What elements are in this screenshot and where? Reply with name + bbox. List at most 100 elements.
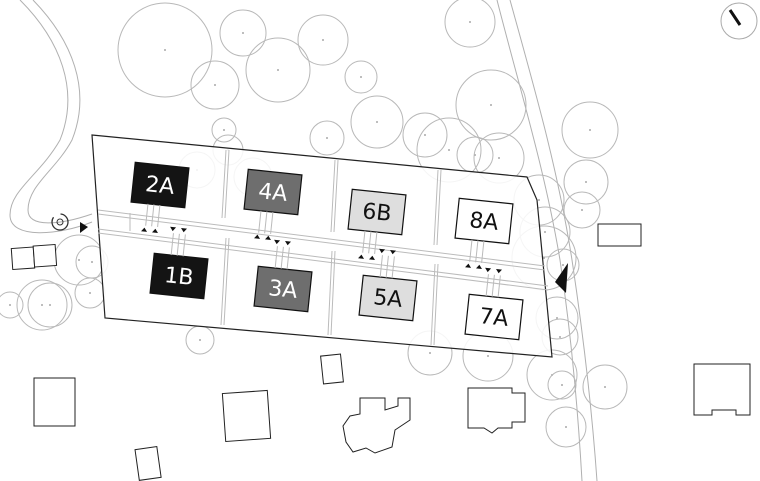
tree-icon xyxy=(561,101,619,159)
tree-icon xyxy=(526,349,578,401)
tree-trunk xyxy=(376,121,378,123)
driveway-loop-edge xyxy=(9,0,93,234)
tree-trunk xyxy=(41,304,43,306)
parking-marker-icon xyxy=(254,234,261,239)
tree-trunk xyxy=(469,21,471,23)
house-footprint xyxy=(358,274,418,322)
driveway xyxy=(274,246,290,270)
driveway xyxy=(258,210,274,235)
tree-trunk xyxy=(429,352,431,354)
parking-marker-icon xyxy=(485,267,492,273)
tree-trunk xyxy=(89,292,91,294)
building xyxy=(134,446,162,481)
tree-icon xyxy=(219,9,267,57)
parking-marker-icon xyxy=(151,228,158,234)
building xyxy=(33,377,76,427)
tree-trunk xyxy=(562,264,564,266)
neighbouring-buildings xyxy=(10,223,751,481)
building xyxy=(597,223,642,247)
parking-marker-icon xyxy=(368,255,375,261)
driveway xyxy=(170,233,186,257)
building xyxy=(221,389,272,443)
tree-icon xyxy=(350,95,404,149)
tree-trunk xyxy=(360,76,362,78)
lot-4A[interactable]: 4A xyxy=(242,168,303,236)
tree-trunk xyxy=(326,137,328,139)
lot-3A[interactable]: 3A xyxy=(253,244,314,313)
building xyxy=(693,363,751,416)
tree-icon xyxy=(117,2,213,98)
tree-icon xyxy=(27,282,73,328)
main-road-edge xyxy=(509,0,598,481)
tree-icon xyxy=(444,0,496,48)
lot-label: 2A xyxy=(144,172,176,200)
lot-2A[interactable]: 2A xyxy=(129,161,190,229)
tree-trunk xyxy=(487,355,489,357)
lot-5A[interactable]: 5A xyxy=(358,253,419,322)
tree-trunk xyxy=(164,49,166,51)
tree-icon xyxy=(309,120,345,156)
lot-label: 7A xyxy=(478,304,510,332)
tree-icon xyxy=(344,60,378,94)
house-footprint xyxy=(130,161,190,209)
tree-icon xyxy=(402,112,448,158)
tree-trunk xyxy=(448,149,450,151)
lot-label: 5A xyxy=(372,285,404,313)
lot-dividers-top xyxy=(221,149,442,246)
parking-marker-icon xyxy=(496,268,503,274)
internal-road xyxy=(97,209,549,291)
driveway-loop-edge xyxy=(27,0,93,224)
tree-trunk xyxy=(561,384,563,386)
building xyxy=(342,397,411,454)
parking-marker-icon xyxy=(170,226,177,232)
tree-trunk xyxy=(490,104,492,106)
tree-trunk xyxy=(78,259,80,261)
house-footprint xyxy=(253,265,313,313)
tree-icon xyxy=(245,37,311,103)
parking-marker-icon xyxy=(390,249,397,255)
tree-trunk xyxy=(242,32,244,34)
tree-icon xyxy=(455,69,527,141)
lot-1B[interactable]: 1B xyxy=(149,231,210,300)
parking-marker-icon xyxy=(465,263,472,268)
tree-icon xyxy=(563,159,609,205)
driveway xyxy=(469,239,485,264)
tree-trunk xyxy=(556,317,558,319)
tree-trunk xyxy=(322,39,324,41)
building xyxy=(320,353,344,385)
tree-trunk xyxy=(199,339,201,341)
parking-marker-icon xyxy=(141,227,148,232)
tree-icon xyxy=(563,191,601,229)
house-footprint xyxy=(149,252,209,300)
tree-trunk xyxy=(585,181,587,183)
house-footprint xyxy=(464,293,524,341)
tree-trunk xyxy=(91,261,93,263)
tree-trunk xyxy=(223,129,225,131)
tree-icon xyxy=(0,291,24,319)
lot-label: 6B xyxy=(361,199,393,227)
tree-icon xyxy=(297,14,349,66)
north-arrow-icon xyxy=(720,2,758,40)
house-footprint xyxy=(243,168,303,216)
tree-icon xyxy=(547,370,577,400)
tree-trunk xyxy=(214,84,216,86)
tree-trunk xyxy=(559,336,561,338)
lot-6B[interactable]: 6B xyxy=(346,188,407,256)
lot-label: 4A xyxy=(257,179,289,207)
tree-trunk xyxy=(424,134,426,136)
lot-7A[interactable]: 7A xyxy=(464,272,525,341)
house-footprint xyxy=(454,197,514,245)
parking-marker-icon xyxy=(358,254,365,259)
tree-trunk xyxy=(581,209,583,211)
tree-trunk xyxy=(538,199,540,201)
tree-trunk xyxy=(589,129,591,131)
tree-trunk xyxy=(544,231,546,233)
tree-icon xyxy=(545,406,587,448)
parking-marker-icon xyxy=(475,264,482,270)
access-markers xyxy=(141,226,503,274)
parking-marker-icon xyxy=(285,240,292,246)
building xyxy=(10,246,36,271)
lot-8A[interactable]: 8A xyxy=(453,197,514,265)
tree-icon xyxy=(190,60,240,110)
driveway xyxy=(379,255,395,279)
